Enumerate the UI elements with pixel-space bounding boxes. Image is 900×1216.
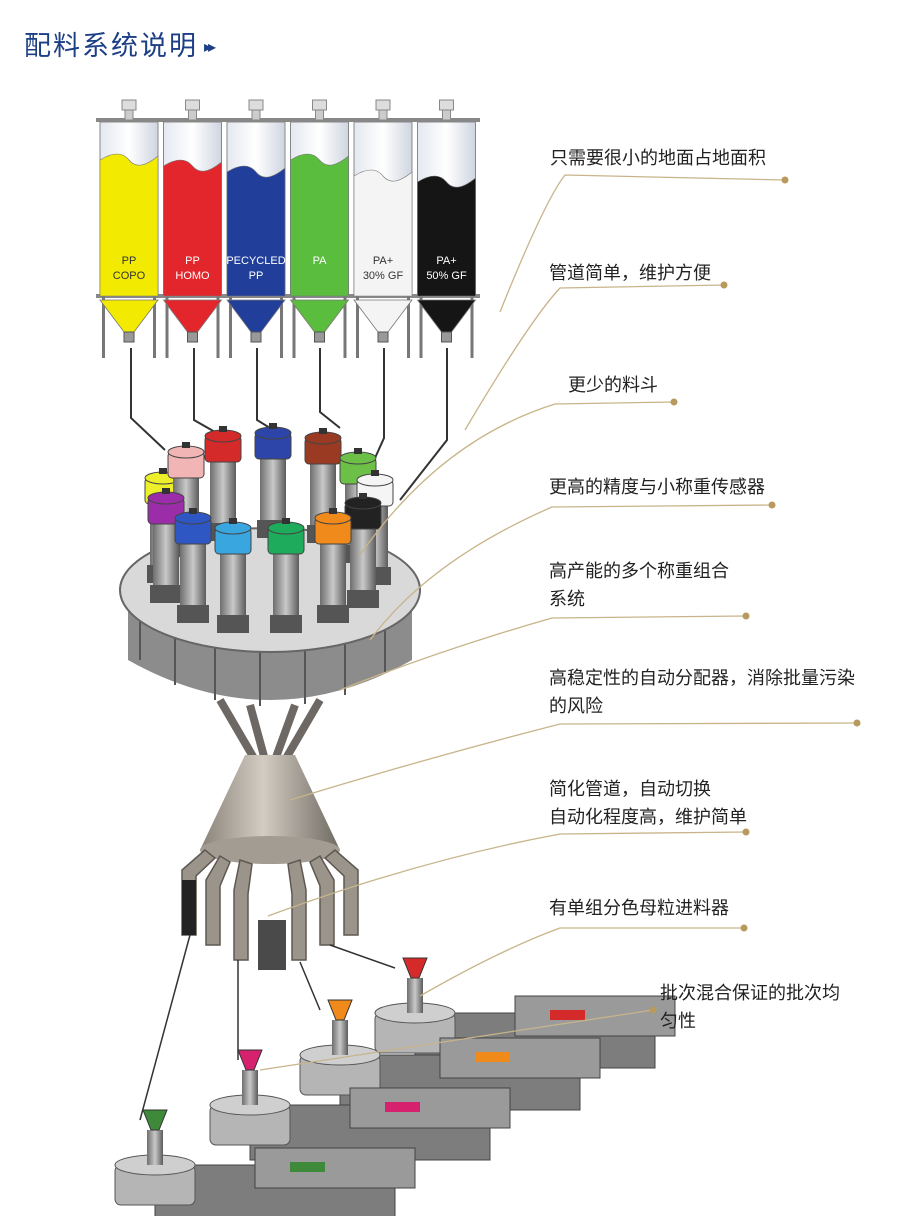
leader-line <box>464 284 725 431</box>
silo: PA+ 30% GF <box>353 99 413 358</box>
silo: PA+ 50% GF <box>416 99 477 358</box>
leader-dot <box>649 1006 657 1014</box>
leader-dot <box>742 612 750 620</box>
leader-dot <box>740 924 748 932</box>
leader-dot <box>853 719 861 727</box>
silo-label: PA+ <box>436 255 456 267</box>
annotation-line: 更高的精度与小称重传感器 <box>549 477 765 498</box>
auto-distributor <box>181 755 359 970</box>
dosing-hopper <box>344 493 382 608</box>
silo-label: PP <box>185 255 200 267</box>
dosing-hopper <box>267 518 305 633</box>
leader-line <box>259 1009 654 1071</box>
annotation-precision-sensors: 更高的精度与小称重传感器 <box>549 474 765 502</box>
leader-line <box>419 927 744 997</box>
silo: PP COPO <box>99 99 159 358</box>
title-text: 配料系统说明 <box>24 31 198 62</box>
annotation-floor-space: 只需要很小的地面占地面积 <box>550 145 766 173</box>
leader-line <box>339 615 747 691</box>
silo-label: PA+ <box>373 255 393 267</box>
annotation-auto-distributor: 高稳定性的自动分配器，消除批量污染 的风险 <box>549 665 855 721</box>
annotation-line: 匀性 <box>660 1011 696 1032</box>
leader-dot <box>720 281 728 289</box>
annotation-line: 的风险 <box>549 696 603 717</box>
annotation-line: 更少的料斗 <box>568 375 658 396</box>
annotation-line: 管道简单，维护方便 <box>549 263 711 284</box>
annotation-masterbatch-feeder: 有单组分色母粒进料器 <box>549 895 729 923</box>
annotation-line: 自动化程度高，维护简单 <box>549 807 747 828</box>
annotation-line: 高稳定性的自动分配器，消除批量污染 <box>549 668 855 689</box>
mixer-unit <box>114 1109 416 1216</box>
silo: PECYCLED PP <box>226 99 286 358</box>
annotation-line: 简化管道，自动切换 <box>549 779 711 800</box>
dosing-hopper <box>174 508 212 623</box>
annotation-line: 只需要很小的地面占地面积 <box>550 148 766 169</box>
dosing-hopper <box>314 508 352 623</box>
dosing-station <box>119 423 421 706</box>
leader-line <box>289 722 858 801</box>
dosing-hopper <box>214 518 252 633</box>
silo-label: PECYCLED <box>226 255 285 267</box>
leader-dot <box>670 398 678 406</box>
support-frame <box>216 697 324 763</box>
annotation-line: 有单组分色母粒进料器 <box>549 898 729 919</box>
silo-label: 30% GF <box>363 270 404 282</box>
silo-label: PA <box>313 255 328 267</box>
annotation-fewer-hoppers: 更少的料斗 <box>568 372 658 400</box>
silo-label: PP <box>249 270 264 282</box>
silo-label: 50% GF <box>426 270 467 282</box>
silo-label: HOMO <box>175 270 210 282</box>
annotation-leaders <box>259 174 861 1071</box>
silo-label: COPO <box>113 270 146 282</box>
annotation-simplified-piping: 简化管道，自动切换 自动化程度高，维护简单 <box>549 776 747 832</box>
feed-pipes <box>130 348 448 501</box>
annotation-line: 高产能的多个称重组合 <box>549 561 729 582</box>
silo: PP HOMO <box>162 99 223 358</box>
annotation-simple-piping: 管道简单，维护方便 <box>549 260 711 288</box>
silo: PA <box>289 99 350 358</box>
dosing-hopper <box>147 488 185 603</box>
leader-line <box>499 174 786 313</box>
silo-row: PP COPO PP HOMO PECYCLED PP PA PA+ 30% GF PA+ 50% … <box>96 99 480 358</box>
annotation-line: 批次混合保证的批次均 <box>660 983 840 1004</box>
mixer-unit <box>299 999 601 1111</box>
leader-line <box>267 831 747 917</box>
dosing-hopper <box>204 426 242 541</box>
silo-label: PP <box>122 255 137 267</box>
leader-dot <box>781 176 789 184</box>
leader-dot <box>768 501 776 509</box>
leader-line <box>359 401 675 556</box>
mixer-feed-lines <box>139 934 396 1121</box>
annotation-batch-uniformity: 批次混合保证的批次均 匀性 <box>660 980 840 1036</box>
leader-dot <box>742 828 750 836</box>
annotation-line: 系统 <box>549 589 585 610</box>
extruder-mixers <box>114 957 676 1216</box>
annotation-multi-weighing: 高产能的多个称重组合 系统 <box>549 558 729 614</box>
leader-line <box>369 504 773 641</box>
